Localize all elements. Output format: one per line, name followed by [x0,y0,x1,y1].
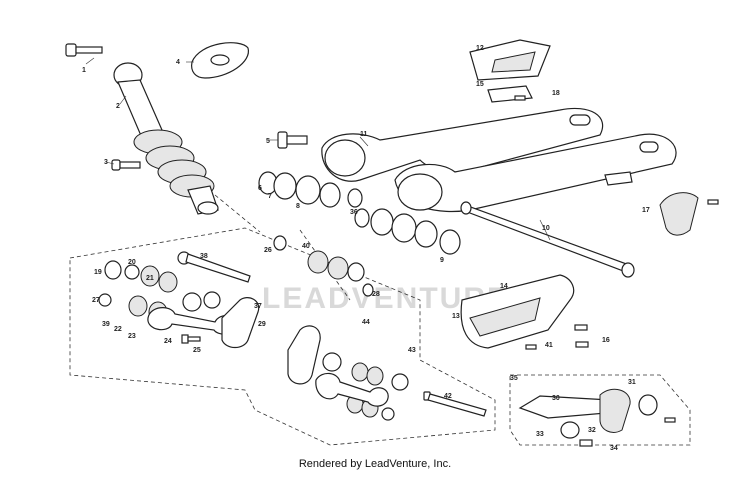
caliper-bracket [659,192,699,236]
callout-34: 34 [610,445,618,452]
callout-30: 30 [552,395,560,402]
callout-16: 16 [602,337,610,344]
linkage-bushing-group [98,260,221,323]
callout-33: 33 [536,431,544,438]
callout-24: 24 [164,338,172,345]
linkage-collar [273,235,287,251]
callout-5: 5 [266,138,270,145]
brake-pedal-assembly [518,388,658,447]
linkage-bolt-small [181,334,201,344]
callout-3: 3 [104,159,108,166]
callout-9: 9 [440,257,444,264]
callout-14: 14 [500,283,508,290]
callout-17: 17 [642,207,650,214]
callout-38: 38 [200,253,208,260]
callout-26: 26 [264,247,272,254]
callout-29: 29 [258,321,266,328]
callout-36: 36 [350,209,358,216]
swing-arm-axle [460,201,635,278]
callout-18: 18 [552,90,560,97]
swing-arm [321,107,677,213]
callout-35: 35 [510,375,518,382]
shock-mount-bolt [65,43,103,57]
rear-shock-absorber [113,62,219,215]
callout-22: 22 [114,326,122,333]
callout-8: 8 [296,203,300,210]
footer-credit: Rendered by LeadVenture, Inc. [298,458,452,470]
callout-labels: 1 2 3 4 5 6 7 8 9 10 11 12 13 14 15 16 1… [82,45,650,452]
callout-27: 27 [92,297,100,304]
callout-25: 25 [193,347,201,354]
callout-1: 1 [82,67,86,74]
pivot-bushing-stack [258,171,363,208]
pivot-bolt [277,131,308,149]
callout-4: 4 [176,59,180,66]
lower-link-box [509,374,691,446]
callout-10: 10 [542,225,550,232]
rocker-arm-lower [287,325,321,385]
callout-31: 31 [628,379,636,386]
callout-12: 12 [476,45,484,52]
callout-28: 28 [372,291,380,298]
callout-19: 19 [94,269,102,276]
link-bushing-set [322,352,409,421]
callout-2: 2 [116,103,120,110]
leader-lines [85,57,551,241]
callout-42: 42 [444,393,452,400]
callout-32: 32 [588,427,596,434]
chain-slider [460,274,575,349]
callout-11: 11 [360,131,368,138]
callout-43: 43 [408,347,416,354]
pivot-bushing-stack-lower [354,208,461,255]
callout-15: 15 [476,81,484,88]
small-screws [514,95,719,423]
callout-39: 39 [102,321,110,328]
callout-40: 40 [302,243,310,250]
link-arm [315,372,389,407]
callout-23: 23 [128,333,136,340]
linkage-long-bolt [177,251,251,283]
rocker-arm-upper [221,297,260,349]
guide-line-shock [214,194,261,233]
callout-21: 21 [146,275,154,282]
callout-7: 7 [268,193,272,200]
callout-44: 44 [362,319,370,326]
shock-lower-bolt [111,159,141,171]
link-through-bolt [423,391,487,417]
callout-6: 6 [258,185,262,192]
callout-37: 37 [254,303,262,310]
callout-41: 41 [545,342,553,349]
callout-13: 13 [452,313,460,320]
rocker-bushing-set [307,250,365,282]
callout-20: 20 [128,259,136,266]
linkage-nut [362,283,374,297]
